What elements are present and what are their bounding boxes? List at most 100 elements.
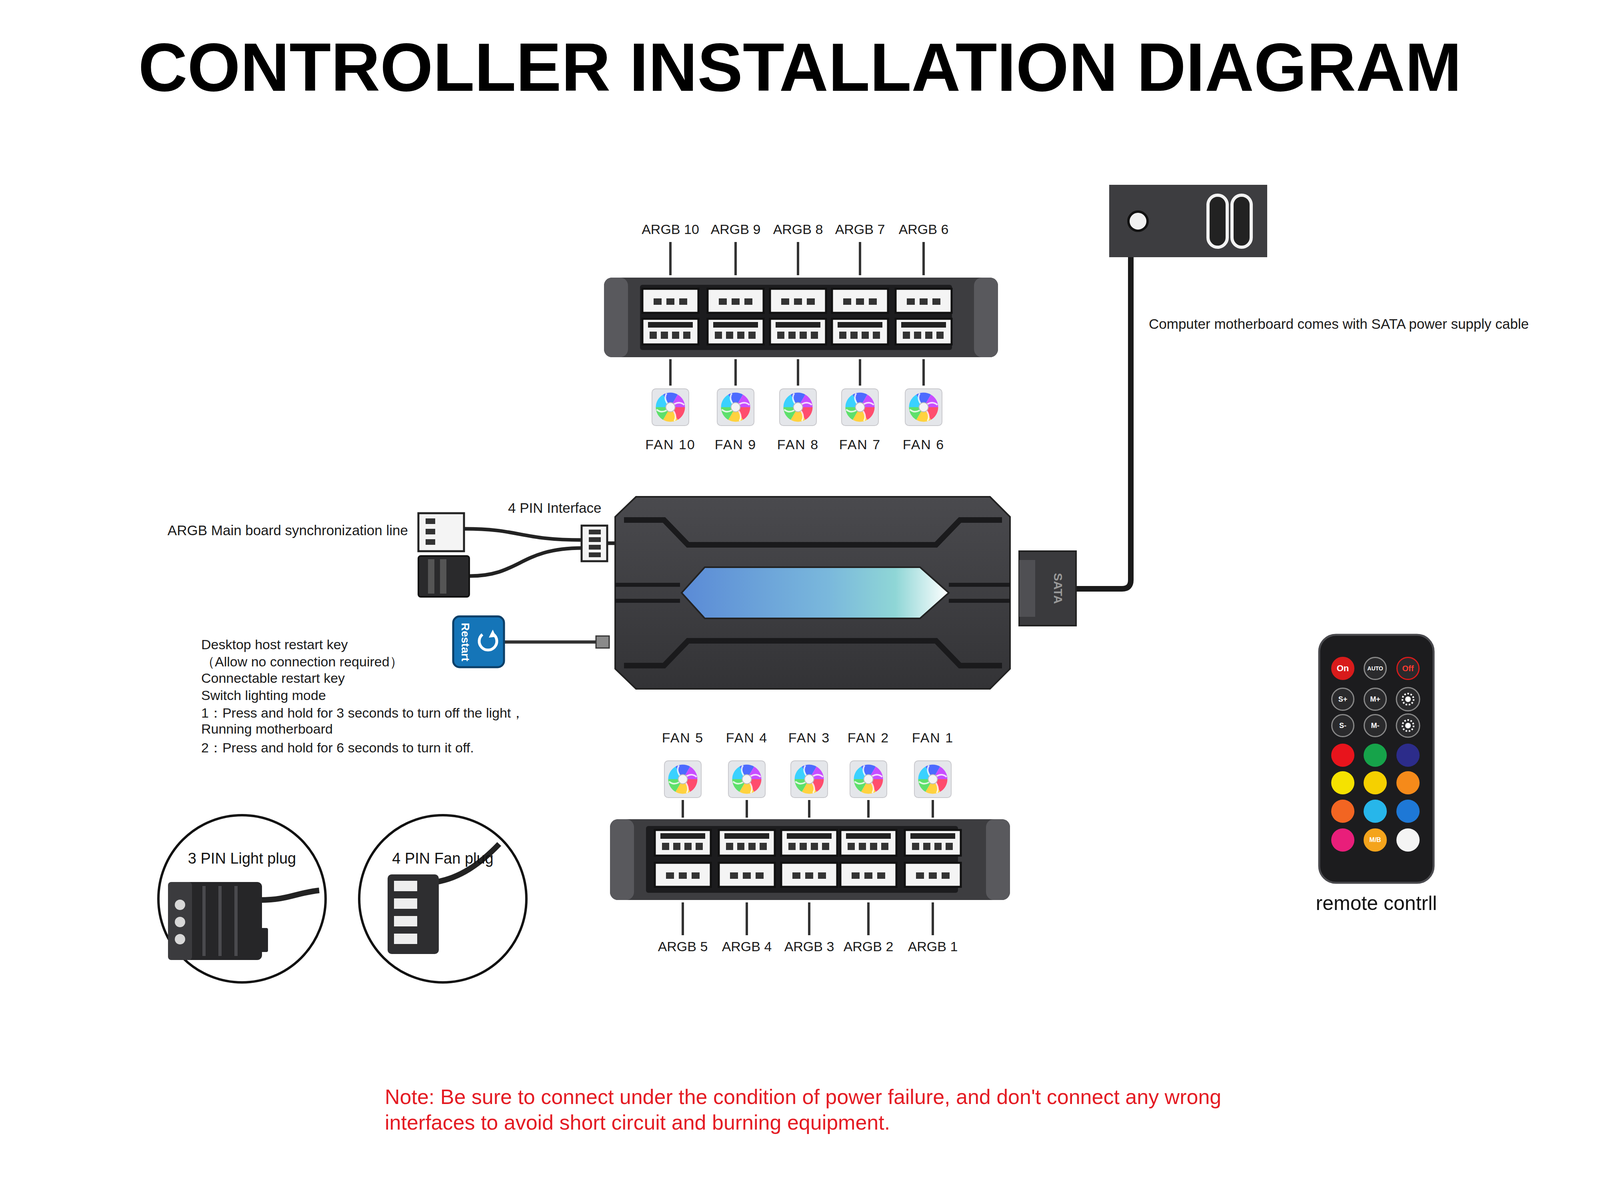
sata-connector: SATA bbox=[1036, 551, 1076, 626]
leader-line bbox=[669, 242, 672, 276]
hub-socket bbox=[653, 298, 662, 305]
sync-cable bbox=[425, 539, 436, 545]
hub-socket bbox=[707, 318, 764, 345]
controller-body bbox=[681, 567, 949, 619]
three-pin-plug bbox=[174, 916, 186, 928]
title-row: CONTROLLER INSTALLATION DIAGRAM bbox=[0, 28, 1600, 107]
hub-socket bbox=[660, 833, 706, 839]
plug-callout: 3 PIN Light plug bbox=[158, 815, 326, 983]
bottom-hub bbox=[610, 819, 634, 900]
remote-control bbox=[1396, 714, 1420, 738]
sata-supply-plug bbox=[1076, 257, 1131, 589]
port-label: ARGB 9 bbox=[710, 221, 761, 238]
hub-socket bbox=[737, 331, 745, 339]
hub-socket bbox=[901, 322, 946, 328]
sync-line-label: ARGB Main board synchronization line bbox=[167, 522, 408, 539]
hub-socket bbox=[916, 872, 924, 879]
hub-socket bbox=[684, 842, 692, 850]
leader-line bbox=[858, 242, 862, 276]
fan-icon bbox=[717, 388, 754, 426]
hub-socket bbox=[748, 331, 756, 339]
fan-label: FAN 6 bbox=[902, 436, 945, 453]
button-label: M+ bbox=[1370, 695, 1381, 704]
hub-socket bbox=[742, 872, 751, 879]
hub-socket bbox=[818, 872, 826, 879]
fan-icon bbox=[914, 760, 952, 798]
restart-button: Restart bbox=[453, 616, 504, 668]
fan-label: FAN 9 bbox=[714, 436, 757, 453]
restart-note: （Allow no connection required） bbox=[201, 652, 404, 672]
controller-body bbox=[615, 582, 680, 587]
top-hub bbox=[604, 277, 628, 358]
hub-socket bbox=[861, 331, 869, 339]
bottom-hub bbox=[610, 819, 1010, 900]
port-label: ARGB 1 bbox=[908, 938, 958, 955]
hub-socket bbox=[707, 288, 764, 313]
fan-label: FAN 7 bbox=[839, 436, 881, 453]
restart-note: 2：Press and hold for 6 seconds to turn i… bbox=[201, 738, 474, 758]
hub-socket bbox=[654, 862, 711, 887]
controller-body bbox=[948, 598, 1010, 603]
leader-line bbox=[858, 359, 862, 386]
leader-line bbox=[796, 242, 800, 276]
four-pin-plug bbox=[394, 933, 418, 944]
hub-socket bbox=[775, 322, 821, 328]
hub-socket bbox=[649, 331, 657, 339]
sync-cable bbox=[607, 541, 616, 546]
restart-button bbox=[488, 629, 496, 638]
fan-icon bbox=[790, 760, 828, 798]
callout-title: 3 PIN Light plug bbox=[188, 850, 296, 868]
remote-button: M- bbox=[1363, 714, 1387, 738]
leader-line bbox=[669, 359, 672, 386]
hub-socket bbox=[932, 298, 941, 305]
button-label: On bbox=[1336, 663, 1350, 674]
controller-body bbox=[615, 496, 1010, 689]
three-pin-plug bbox=[168, 882, 192, 960]
remote-control: remote contrllOnAUTOOffS+M+S-M-M/B bbox=[1319, 634, 1434, 883]
restart-button bbox=[453, 616, 610, 668]
remote-control bbox=[1396, 687, 1420, 711]
hub-socket bbox=[731, 298, 740, 305]
controller-body bbox=[948, 582, 1010, 587]
hub-socket bbox=[642, 318, 699, 345]
hub-socket bbox=[925, 331, 933, 339]
controller-body bbox=[624, 640, 1002, 666]
hub-socket bbox=[781, 298, 790, 305]
hub-socket bbox=[872, 331, 880, 339]
leader-line bbox=[808, 902, 811, 936]
remote-control bbox=[1396, 828, 1420, 852]
fan-label: FAN 8 bbox=[777, 436, 819, 453]
remote-control bbox=[1331, 743, 1355, 767]
hub-socket bbox=[759, 842, 767, 850]
hub-socket bbox=[799, 842, 807, 850]
fan-icon bbox=[652, 388, 689, 426]
hub-socket bbox=[679, 298, 688, 305]
hub-socket bbox=[910, 833, 956, 839]
hub-socket bbox=[672, 331, 680, 339]
sync-cable bbox=[425, 518, 436, 524]
leader-line bbox=[734, 242, 737, 276]
hub-socket bbox=[642, 288, 699, 313]
hub-socket bbox=[755, 872, 764, 879]
leader-line bbox=[808, 800, 811, 818]
leader-line bbox=[931, 902, 934, 936]
hub-socket bbox=[912, 842, 920, 850]
four-pin-plug bbox=[359, 815, 527, 983]
hub-socket bbox=[642, 288, 961, 887]
hub-socket bbox=[770, 288, 826, 313]
hub-socket bbox=[730, 872, 738, 879]
hub-socket bbox=[718, 862, 775, 887]
hub-socket bbox=[654, 830, 711, 856]
sync-cable bbox=[588, 552, 601, 558]
hub-socket bbox=[792, 872, 801, 879]
remote-control bbox=[1331, 771, 1355, 795]
sync-cable bbox=[588, 537, 601, 542]
four-pin-plug bbox=[359, 815, 527, 983]
remote-control bbox=[1396, 799, 1420, 823]
hub-socket bbox=[856, 298, 864, 305]
callout-title: 4 PIN Fan plug bbox=[392, 850, 494, 868]
hub-socket bbox=[877, 872, 886, 879]
hub-socket bbox=[934, 842, 942, 850]
hub-socket bbox=[726, 331, 734, 339]
